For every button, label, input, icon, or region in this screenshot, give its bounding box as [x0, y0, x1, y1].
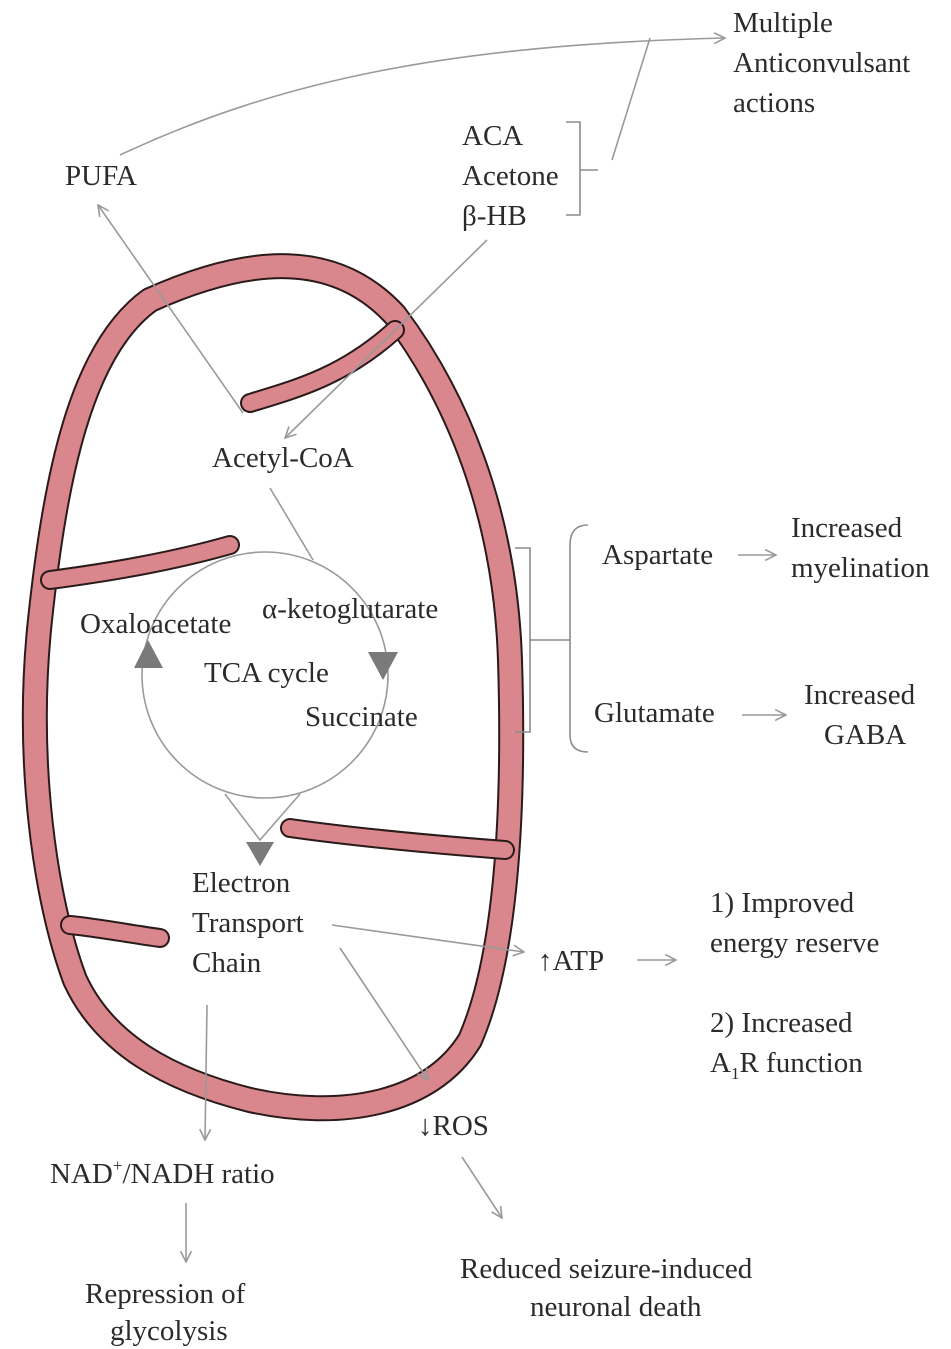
cycle-left-triangle: [134, 640, 163, 668]
right-amino-bracket: [570, 525, 588, 752]
arrow-bracket-to-multiple: [612, 38, 650, 160]
repression-label-1: Repression of: [85, 1278, 246, 1310]
improved-energy-label-2: energy reserve: [710, 927, 879, 959]
arrow-etc-nad: [205, 1005, 207, 1140]
a-ketoglutarate-label: α-ketoglutarate: [262, 593, 438, 625]
acetylcoa-to-cycle-line: [270, 488, 313, 560]
acetyl-coa-label: Acetyl-CoA: [212, 442, 354, 474]
increased-a1r-label-2: A1R function: [710, 1047, 863, 1083]
multiple-label: Multiple: [733, 7, 833, 39]
increased-gaba-label-2: GABA: [824, 719, 906, 751]
nad-ratio-label: NAD+/NADH ratio: [50, 1156, 275, 1190]
increased-myelination-label-1: Increased: [791, 512, 903, 544]
cycle-right-triangle: [368, 652, 398, 680]
arrow-ros-reduced: [462, 1157, 502, 1218]
arrow-acetylcoa-to-pufa: [98, 205, 243, 413]
etc-label-2: Transport: [192, 907, 304, 939]
oxaloacetate-label: Oxaloacetate: [80, 608, 231, 640]
anticonvulsant-label: Anticonvulsant: [733, 47, 910, 79]
repression-label-2: glycolysis: [110, 1315, 228, 1347]
etc-label-1: Electron: [192, 867, 291, 899]
aspartate-label: Aspartate: [602, 539, 713, 571]
acetone-label: Acetone: [462, 160, 559, 192]
ros-label: ↓ROS: [418, 1110, 489, 1142]
reduced-death-label-1: Reduced seizure-induced: [460, 1253, 753, 1285]
etc-triangle: [246, 842, 274, 866]
bhb-label: β-HB: [462, 200, 527, 232]
increased-myelination-label-2: myelination: [791, 552, 930, 584]
atp-label: ↑ATP: [538, 945, 604, 977]
etc-label-3: Chain: [192, 947, 262, 979]
arrow-pufa-to-multiple: [120, 38, 725, 155]
increased-a1r-label-1: 2) Increased: [710, 1007, 853, 1039]
succinate-label: Succinate: [305, 701, 418, 733]
increased-gaba-label-1: Increased: [804, 679, 916, 711]
arrow-etc-ros: [340, 948, 428, 1080]
aca-label: ACA: [462, 120, 523, 152]
pufa-label: PUFA: [65, 160, 137, 192]
improved-energy-label-1: 1) Improved: [710, 887, 855, 919]
actions-label: actions: [733, 87, 815, 119]
reduced-death-label-2: neuronal death: [530, 1291, 702, 1323]
glutamate-label: Glutamate: [594, 697, 715, 729]
ketones-bracket: [566, 122, 598, 215]
tca-cycle-label: TCA cycle: [204, 657, 329, 689]
